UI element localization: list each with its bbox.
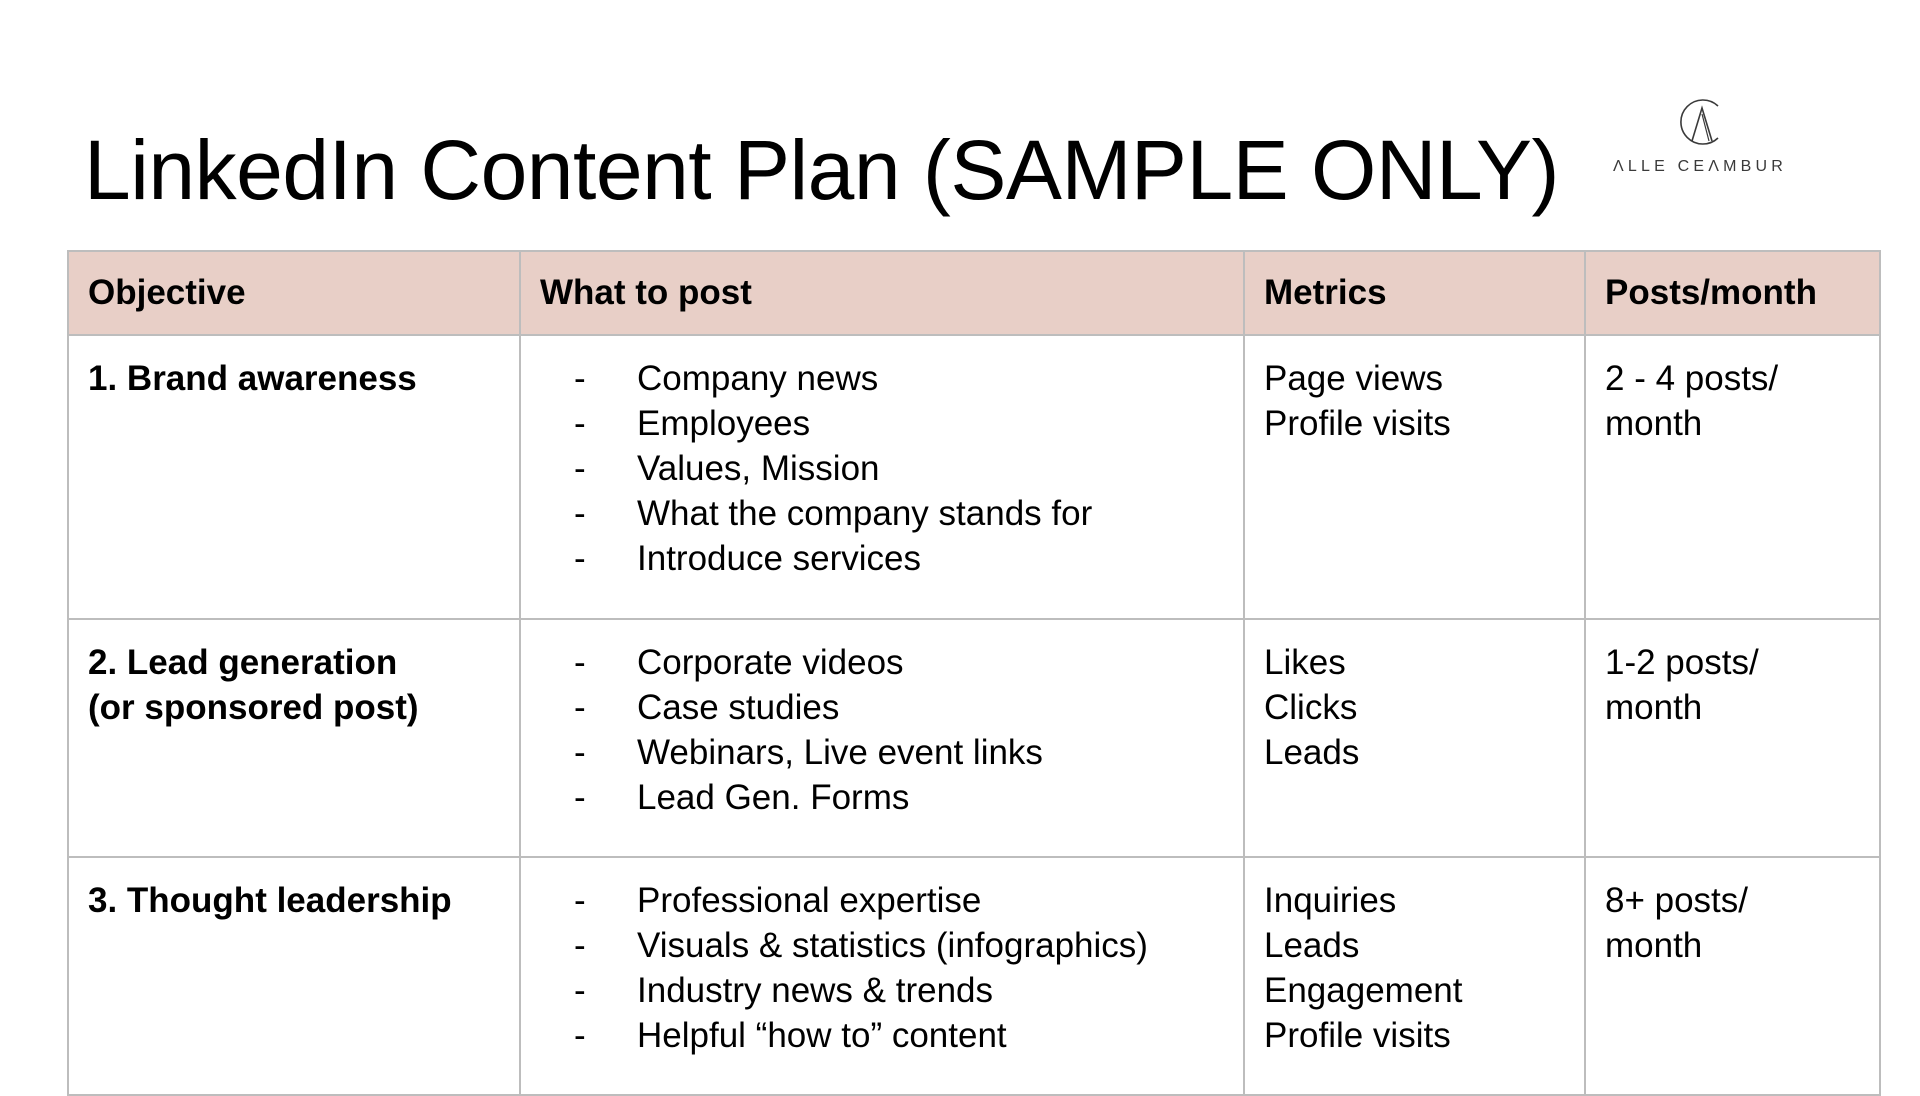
objective-text: 1. Brand awareness	[88, 359, 417, 398]
metric: Profile visits	[1264, 404, 1451, 443]
frequency-text: month	[1605, 688, 1703, 727]
header-metrics: Metrics	[1243, 250, 1586, 336]
what-to-post-cell: - Company news - Employees - Values, Missio…	[519, 334, 1245, 620]
list-item: - Helpful “how to” content	[521, 1013, 1243, 1058]
posts-per-month-cell: 1-2 posts/ month	[1584, 618, 1881, 858]
brand-name: ΛLLE CEΛMBUR	[1612, 158, 1788, 175]
list-item-text: Visuals & statistics (infographics)	[637, 926, 1148, 965]
list-item-text: Helpful “how to” content	[637, 1016, 1007, 1055]
list-item-text: What the company stands for	[637, 494, 1093, 533]
list-item-text: Employees	[637, 404, 811, 443]
list-item: - Professional expertise	[521, 878, 1243, 923]
table-header-row: Objective What to post Metrics Posts/mon…	[67, 250, 1881, 336]
post-ideas-list: - Company news - Employees - Values, Missio…	[521, 336, 1243, 581]
dash-bullet: -	[574, 733, 586, 772]
list-item: - Company news	[521, 356, 1243, 401]
list-item-text: Lead Gen. Forms	[637, 778, 910, 817]
post-ideas-list: - Corporate videos - Case studies - Webinar…	[521, 620, 1243, 820]
list-item-text: Case studies	[637, 688, 840, 727]
metric: Profile visits	[1264, 1016, 1451, 1055]
metric: Clicks	[1264, 688, 1358, 727]
objective-subtext: (or sponsored post)	[88, 688, 419, 727]
list-item: - Values, Mission	[521, 446, 1243, 491]
dash-bullet: -	[574, 1016, 586, 1055]
list-item: - What the company stands for	[521, 491, 1243, 536]
frequency-text: month	[1605, 926, 1703, 965]
dash-bullet: -	[574, 778, 586, 817]
list-item: - Introduce services	[521, 536, 1243, 581]
what-to-post-cell: - Professional expertise - Visuals & stati…	[519, 856, 1245, 1096]
metrics-cell: Page views Profile visits	[1243, 334, 1586, 620]
content-plan-table: Objective What to post Metrics Posts/mon…	[67, 250, 1881, 1096]
table-row: 2. Lead generation (or sponsored post) -…	[67, 618, 1881, 858]
dash-bullet: -	[574, 539, 586, 578]
brand-logo: ΛLLE CEΛMBUR	[1605, 92, 1795, 182]
list-item: - Webinars, Live event links	[521, 730, 1243, 775]
metrics-cell: Likes Clicks Leads	[1243, 618, 1586, 858]
list-item-text: Corporate videos	[637, 643, 904, 682]
dash-bullet: -	[574, 971, 586, 1010]
objective-text: 3. Thought leadership	[88, 881, 452, 920]
dash-bullet: -	[574, 449, 586, 488]
metric: Leads	[1264, 926, 1360, 965]
objective-cell: 1. Brand awareness	[67, 334, 521, 620]
dash-bullet: -	[574, 926, 586, 965]
header-what-to-post: What to post	[519, 250, 1245, 336]
objective-cell: 3. Thought leadership	[67, 856, 521, 1096]
dash-bullet: -	[574, 404, 586, 443]
header-posts-per-month: Posts/month	[1584, 250, 1881, 336]
dash-bullet: -	[574, 643, 586, 682]
frequency-text: 1-2 posts/	[1605, 643, 1759, 682]
objective-cell: 2. Lead generation (or sponsored post)	[67, 618, 521, 858]
posts-per-month-cell: 2 - 4 posts/ month	[1584, 334, 1881, 620]
list-item-text: Introduce services	[637, 539, 922, 578]
list-item: - Employees	[521, 401, 1243, 446]
circle-c-monogram-icon	[1680, 99, 1719, 145]
metric: Inquiries	[1264, 881, 1397, 920]
metric: Page views	[1264, 359, 1443, 398]
dash-bullet: -	[574, 881, 586, 920]
list-item-text: Company news	[637, 359, 879, 398]
metric: Leads	[1264, 733, 1360, 772]
list-item-text: Values, Mission	[637, 449, 880, 488]
list-item: - Industry news & trends	[521, 968, 1243, 1013]
metric: Engagement	[1264, 971, 1463, 1010]
post-ideas-list: - Professional expertise - Visuals & stati…	[521, 858, 1243, 1058]
dash-bullet: -	[574, 359, 586, 398]
table-row: 3. Thought leadership - Professional expe…	[67, 856, 1881, 1096]
list-item-text: Industry news & trends	[637, 971, 993, 1010]
list-item-text: Professional expertise	[637, 881, 982, 920]
what-to-post-cell: - Corporate videos - Case studies - Webinar…	[519, 618, 1245, 858]
list-item: - Case studies	[521, 685, 1243, 730]
objective-text: 2. Lead generation	[88, 643, 398, 682]
dash-bullet: -	[574, 494, 586, 533]
frequency-text: 8+ posts/	[1605, 881, 1749, 920]
frequency-text: month	[1605, 404, 1703, 443]
posts-per-month-cell: 8+ posts/ month	[1584, 856, 1881, 1096]
header-objective: Objective	[67, 250, 521, 336]
metric: Likes	[1264, 643, 1346, 682]
list-item-text: Webinars, Live event links	[637, 733, 1043, 772]
table-row: 1. Brand awareness - Company news - Employ…	[67, 334, 1881, 620]
list-item: - Corporate videos	[521, 640, 1243, 685]
dash-bullet: -	[574, 688, 586, 727]
list-item: - Lead Gen. Forms	[521, 775, 1243, 820]
frequency-text: 2 - 4 posts/	[1605, 359, 1779, 398]
metrics-cell: Inquiries Leads Engagement Profile visit…	[1243, 856, 1586, 1096]
page-title: LinkedIn Content Plan (SAMPLE ONLY)	[84, 123, 1560, 217]
list-item: - Visuals & statistics (infographics)	[521, 923, 1243, 968]
